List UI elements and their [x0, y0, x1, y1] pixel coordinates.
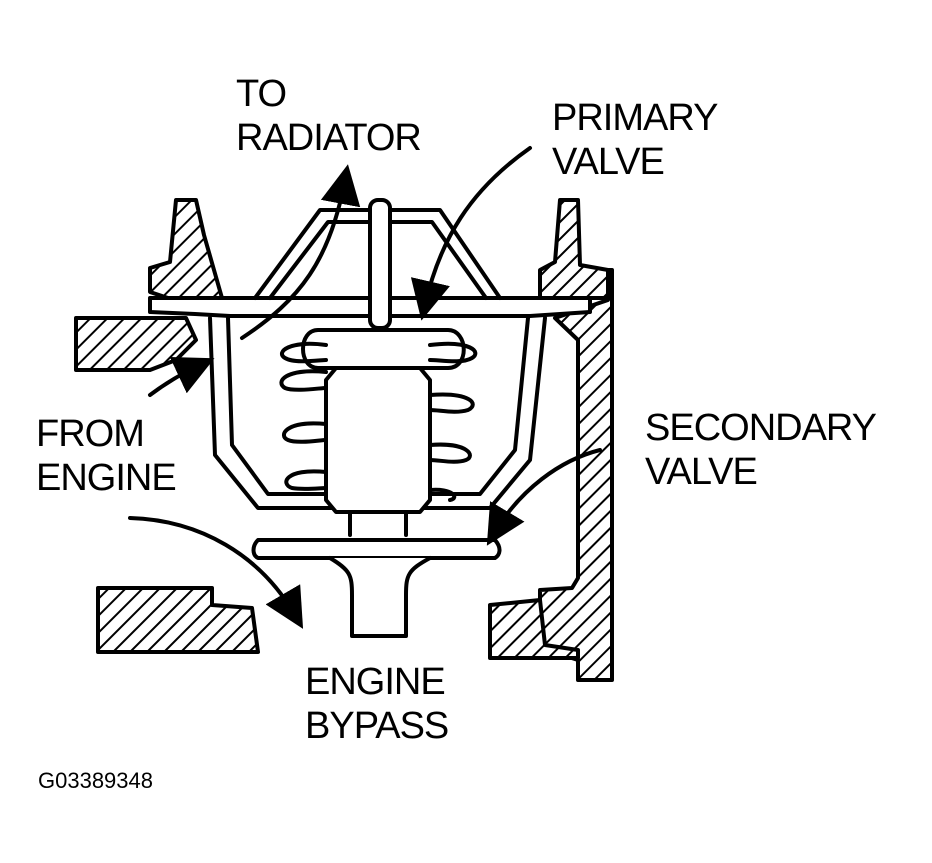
left-lower-block — [96, 586, 260, 654]
left-engine-block — [74, 316, 198, 372]
label-from-engine-line2: ENGINE — [36, 457, 177, 499]
arrow-primary-valve — [410, 146, 532, 321]
figure-code: G03389348 — [38, 768, 153, 793]
arrow-from-engine — [148, 357, 215, 397]
arrow-to-radiator — [240, 164, 361, 340]
spring-right — [428, 341, 478, 502]
label-engine-bypass-line1: ENGINE — [305, 661, 446, 703]
arrow-secondary-valve — [486, 448, 602, 546]
secondary-valve-disk — [251, 538, 502, 560]
label-secondary-valve-line2: VALVE — [645, 451, 758, 493]
label-engine-bypass-line2: BYPASS — [305, 705, 449, 747]
stem-neck — [348, 510, 408, 537]
label-primary-valve-line1: PRIMARY — [552, 97, 718, 139]
label-from-engine: FROM ENGINE — [36, 412, 177, 500]
right-lower-block — [488, 598, 580, 660]
arrow-engine-bypass — [128, 516, 304, 629]
label-to-radiator-line2: RADIATOR — [236, 117, 422, 159]
label-to-radiator-line1: TO — [236, 73, 287, 115]
bypass-pipe — [328, 556, 432, 638]
label-secondary-valve-line1: SECONDARY — [645, 407, 877, 449]
label-primary-valve-line2: VALVE — [552, 141, 665, 183]
label-secondary-valve: SECONDARY VALVE — [645, 406, 877, 494]
primary-valve-disk — [301, 328, 466, 370]
valve-shaft — [368, 198, 392, 330]
left-housing-upper — [148, 198, 224, 300]
cylinder-body — [324, 366, 432, 514]
label-engine-bypass: ENGINE BYPASS — [305, 660, 449, 748]
spring-left — [279, 341, 328, 491]
right-housing-wall — [538, 268, 614, 682]
right-housing-upper — [538, 198, 610, 300]
label-from-engine-line1: FROM — [36, 413, 145, 455]
label-to-radiator: TO RADIATOR — [236, 72, 422, 160]
label-primary-valve: PRIMARY VALVE — [552, 96, 718, 184]
